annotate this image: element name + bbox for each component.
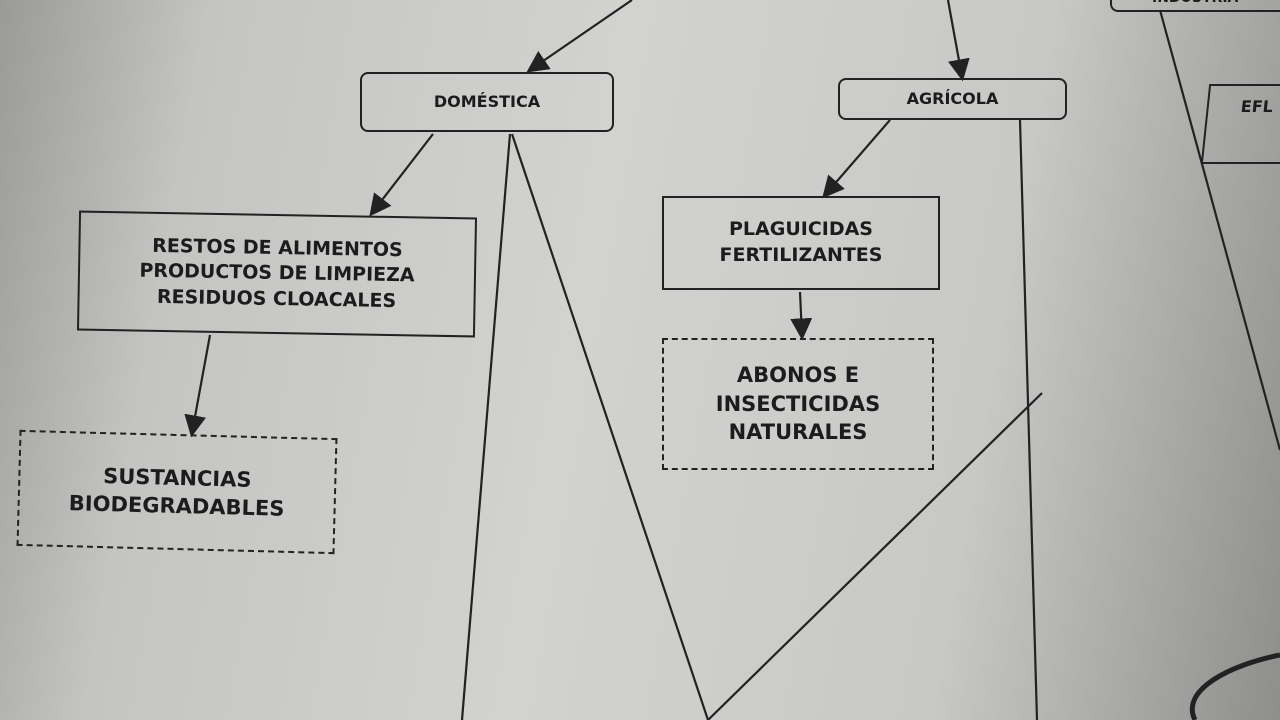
line-agricola-down xyxy=(1018,119,1039,720)
node-agricola: AGRÍCOLA xyxy=(838,78,1067,120)
node-sustancias: SUSTANCIAS BIODEGRADABLES xyxy=(16,429,338,555)
line-domestica-right xyxy=(510,133,710,720)
node-industrial: INDUSTRIA xyxy=(1110,0,1280,12)
arrow-to-agricola-items xyxy=(822,119,891,199)
arrow-to-sustancias xyxy=(184,334,212,438)
node-domestica-items: RESTOS DE ALIMENTOS PRODUCTOS DE LIMPIEZ… xyxy=(76,210,478,338)
arrow-to-domestica xyxy=(526,0,633,73)
node-abonos: ABONOS E INSECTICIDAS NATURALES xyxy=(662,338,934,470)
node-domestica: DOMÉSTICA xyxy=(360,72,614,132)
node-agricola-items: PLAGUICIDAS FERTILIZANTES xyxy=(662,196,940,290)
line-check xyxy=(707,392,1043,720)
arrow-to-abonos xyxy=(790,291,813,341)
node-efluentes: EFL xyxy=(1200,84,1280,164)
line-industrial-down xyxy=(1158,9,1280,451)
line-domestica-left xyxy=(460,133,512,720)
arrow-to-agricola xyxy=(946,0,970,82)
handwritten-mark xyxy=(1190,652,1280,720)
arrow-to-domestica-items xyxy=(369,133,434,217)
